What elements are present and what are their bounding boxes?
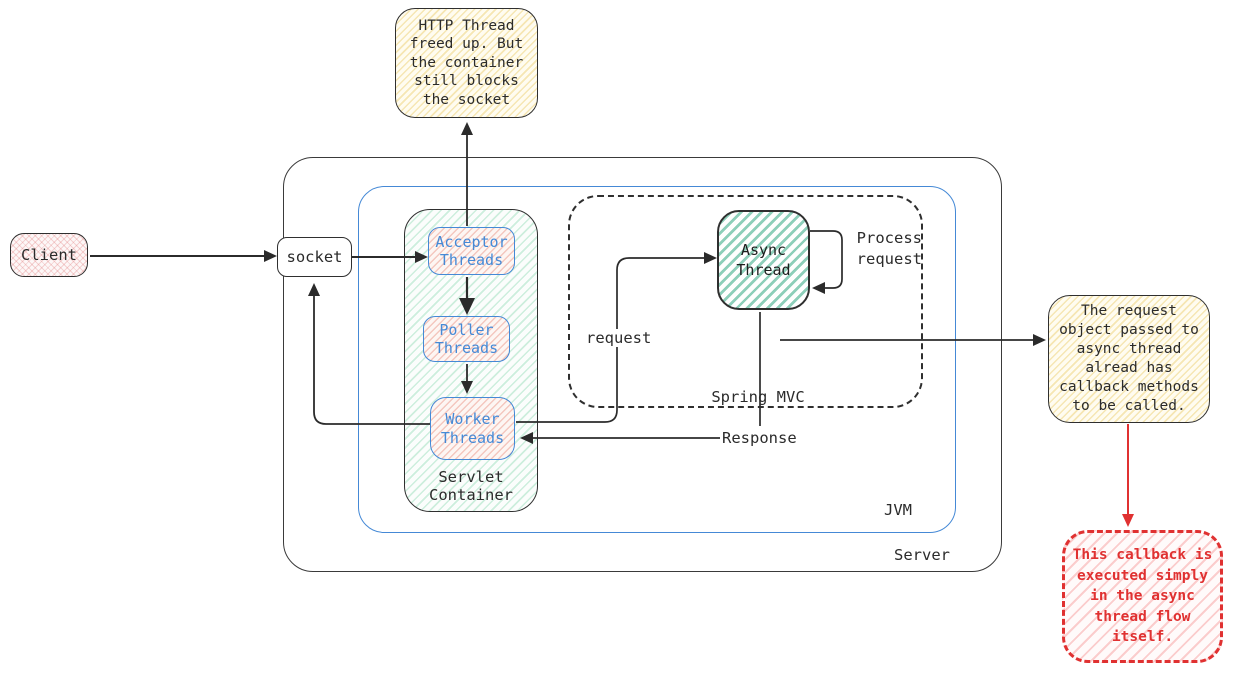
- client-label: Client: [21, 246, 77, 264]
- server-label: Server: [894, 546, 950, 564]
- poller-threads-node: Poller Threads: [423, 316, 510, 362]
- async-thread-label: Async Thread: [736, 240, 791, 279]
- acceptor-threads-node: Acceptor Threads: [428, 227, 515, 275]
- request-object-note-text: The request object passed to async threa…: [1059, 303, 1199, 414]
- worker-threads-label: Worker Threads: [440, 410, 505, 447]
- async-thread-node: Async Thread: [717, 210, 810, 310]
- socket-label: socket: [286, 248, 343, 266]
- poller-threads-label: Poller Threads: [434, 320, 499, 357]
- acceptor-threads-label: Acceptor Threads: [435, 232, 508, 269]
- servlet-container-label: Servlet Container: [429, 468, 513, 504]
- client-node: Client: [10, 233, 88, 277]
- response-edge-label: Response: [722, 429, 797, 447]
- http-thread-note-text: HTTP Thread freed up. But the container …: [409, 17, 524, 108]
- request-object-note: The request object passed to async threa…: [1048, 295, 1210, 423]
- jvm-label: JVM: [884, 501, 912, 519]
- request-edge-label: request: [583, 329, 655, 347]
- http-thread-note: HTTP Thread freed up. But the container …: [395, 8, 538, 118]
- callback-note: This callback is executed simply in the …: [1062, 530, 1223, 663]
- server-container-box: [283, 157, 1002, 572]
- process-request-edge-label: Process request: [856, 229, 922, 268]
- socket-node: socket: [277, 237, 352, 277]
- callback-note-text: This callback is executed simply in the …: [1072, 547, 1213, 646]
- spring-mvc-label: Spring MVC: [711, 388, 805, 406]
- worker-threads-node: Worker Threads: [430, 397, 515, 460]
